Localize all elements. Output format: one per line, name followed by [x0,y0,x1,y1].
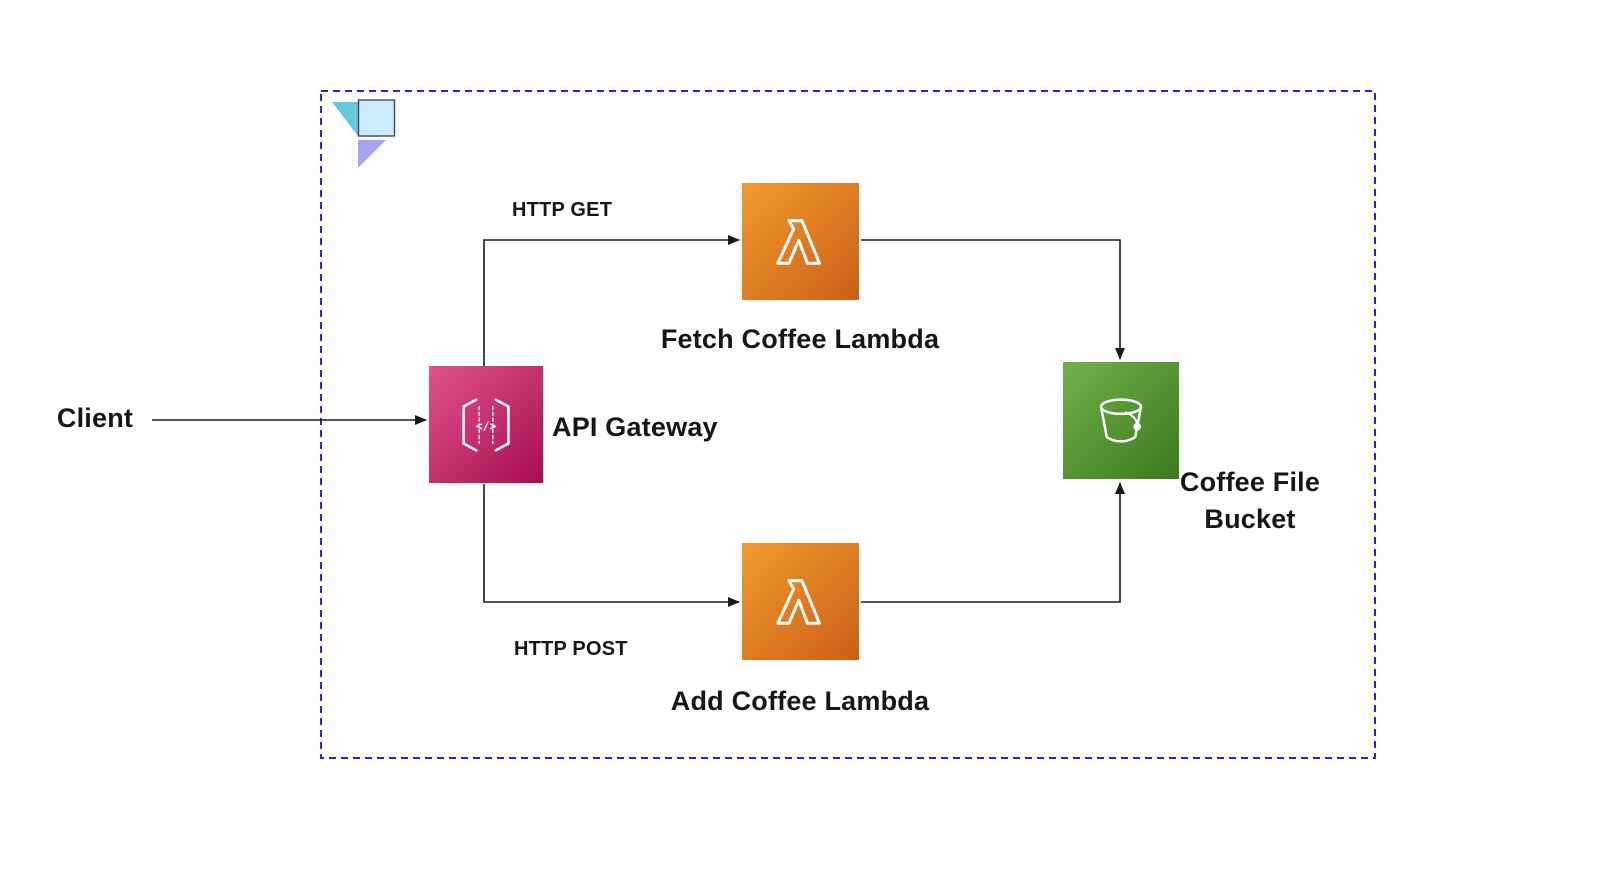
logo-teal-triangle [332,102,358,136]
api-gateway-icon: </> [429,366,543,483]
http-post-label: HTTP POST [514,638,628,660]
code-brackets-glyph: </> [475,418,496,432]
lambda-icon [742,183,859,300]
add-lambda-label: Add Coffee Lambda [670,686,930,716]
api-gateway-node: </> [429,366,543,483]
logo-sky-square [357,99,396,137]
client-label: Client [56,403,134,433]
s3-bucket-label: Coffee File Bucket [1179,467,1321,534]
connector-add-lambda-to-bucket [861,482,1125,603]
s3-bucket-node [1063,362,1179,479]
api-gateway-label: API Gateway [552,412,718,442]
add-lambda-node [742,543,859,660]
http-get-label: HTTP GET [512,199,613,221]
s3-bucket-icon [1063,362,1179,479]
fetch-lambda-label: Fetch Coffee Lambda [660,324,940,354]
connector-api-gateway-to-add-lambda [483,484,740,607]
lambda-icon [742,543,859,660]
diagram-tool-logo-icon [332,99,396,168]
fetch-lambda-node [742,183,859,300]
logo-lavender-triangle [358,140,386,168]
